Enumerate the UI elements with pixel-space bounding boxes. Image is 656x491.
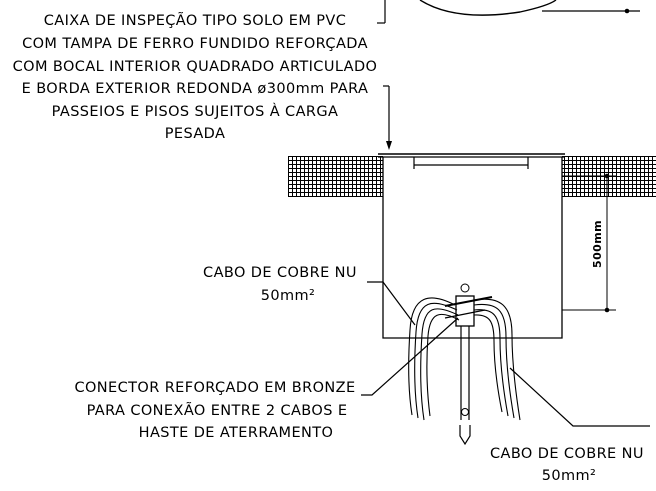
cable-left-leader [367, 281, 416, 326]
copper-cable-right [473, 298, 521, 421]
soil-left [288, 156, 383, 197]
outer-border-arc [419, 0, 557, 16]
box-description-line-5: PASSEIOS E PISOS SUJEITOS À CARGA [52, 103, 339, 120]
box-description-line-3: COM BOCAL INTERIOR QUADRADO ARTICULADO [13, 59, 378, 75]
cable-right-line-1: CABO DE COBRE NU [490, 446, 644, 462]
rod-top-circle [460, 283, 470, 293]
cable-left-line-1: CABO DE COBRE NU [203, 265, 357, 281]
box-description-line-1: CAIXA DE INSPEÇÃO TIPO SOLO EM PVC [44, 12, 347, 29]
cable-right-annotation: CABO DE COBRE NU 50mm² [490, 446, 644, 484]
connector-annotation: CONECTOR REFORÇADO EM BRONZE PARA CONEXÃ… [74, 380, 355, 441]
top-dimension-dot [624, 8, 630, 14]
depth-dimension-label: 500mm [591, 220, 604, 268]
cable-right-leader [509, 367, 650, 427]
inspection-box-body [382, 157, 563, 339]
cable-left-line-2: 50mm² [261, 288, 316, 304]
box-description-annotation: CAIXA DE INSPEÇÃO TIPO SOLO EM PVC COM T… [13, 12, 378, 142]
cable-right-line-2: 50mm² [542, 468, 597, 484]
box-description-line-2: COM TAMPA DE FERRO FUNDIDO REFORÇADA [22, 36, 368, 52]
copper-cable-left [408, 297, 460, 421]
cover-inner-frame [413, 157, 529, 169]
connector-line-1: CONECTOR REFORÇADO EM BRONZE [74, 380, 355, 396]
grounding-rod-tip [459, 425, 471, 446]
connector-line-3: HASTE DE ATERRAMENTO [139, 425, 334, 441]
dimension-dot-top [604, 173, 610, 179]
connector-line-2: PARA CONEXÃO ENTRE 2 CABOS E [87, 402, 348, 419]
dimension-dot-bottom [604, 307, 610, 313]
connector-leader [361, 317, 459, 396]
cable-left-annotation: CABO DE COBRE NU 50mm² [203, 265, 357, 304]
box-description-line-4: E BORDA EXTERIOR REDONDA ø300mm PARA [22, 81, 369, 97]
rod-hole [461, 408, 469, 416]
box-description-line-6: PESADA [165, 126, 226, 142]
box-description-arrow [386, 141, 392, 150]
